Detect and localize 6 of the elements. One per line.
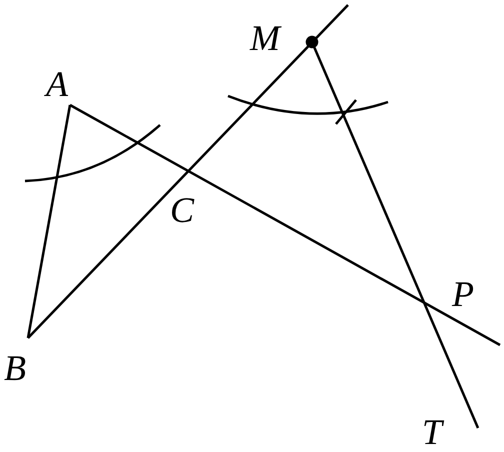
point-label: T bbox=[422, 414, 442, 450]
point-label: A bbox=[46, 66, 68, 102]
point-label: C bbox=[170, 192, 194, 228]
point-label: P bbox=[452, 276, 474, 312]
point-label: M bbox=[250, 20, 280, 56]
point-label: B bbox=[4, 350, 26, 386]
